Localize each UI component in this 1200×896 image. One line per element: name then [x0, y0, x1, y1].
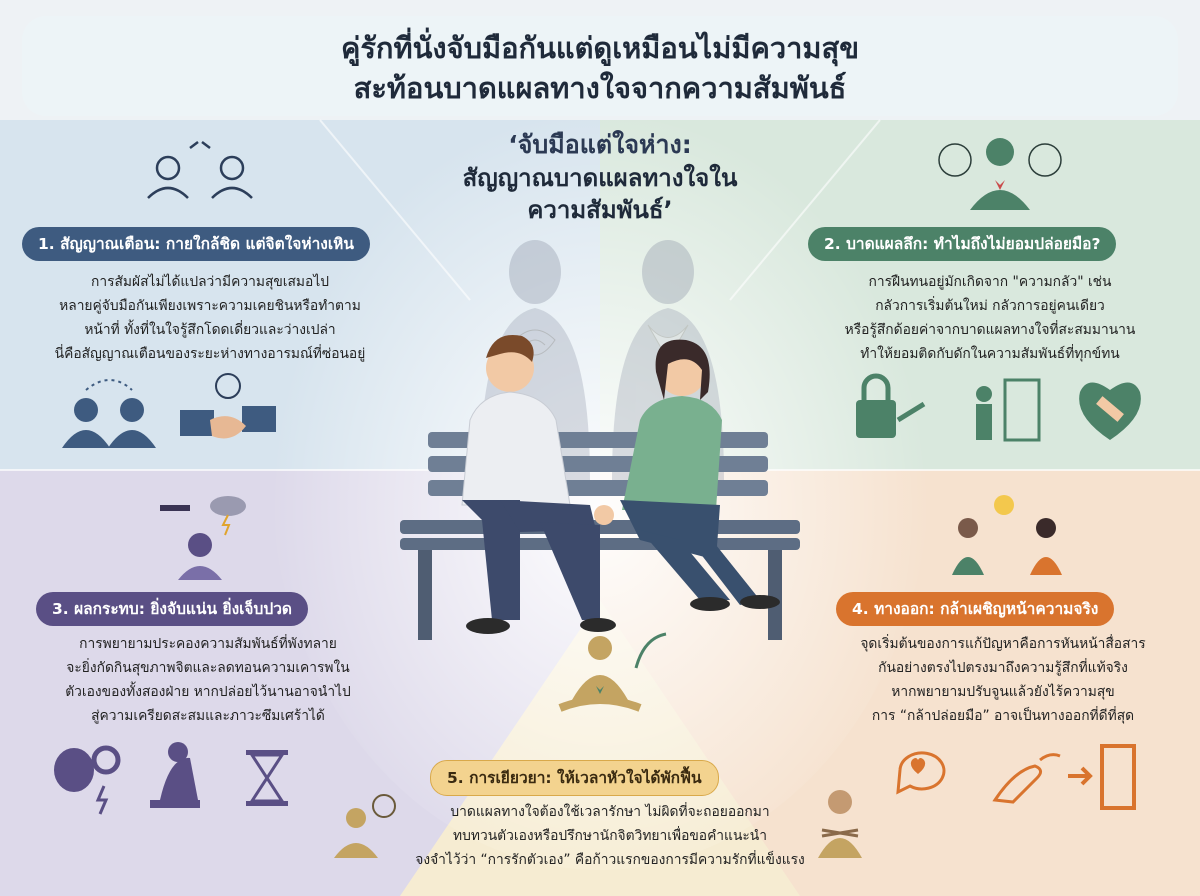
section-4-body: จุดเริ่มต้นของการแก้ปัญหาคือการหันหน้าสื…: [818, 632, 1188, 728]
talking-couple-lightbulb-icon: [952, 495, 1062, 575]
center-title: ‘จับมือแต่ใจห่าง: สัญญาณบาดแผลทางใจใน คว…: [390, 128, 810, 226]
self-hug-icon: [818, 790, 862, 858]
two-people-broken-link-icon: [147, 141, 253, 199]
section-3-body: การพยายามประคองความสัมพันธ์ที่พังทลาย จะ…: [28, 632, 388, 728]
page-header: คู่รักที่นั่งจับมือกันแต่ดูเหมือนไม่มีคว…: [0, 28, 1200, 108]
section-5-body: บาดแผลทางใจต้องใช้เวลารักษา ไม่ผิดที่จะถ…: [400, 800, 820, 872]
exit-door-icon: [1068, 744, 1136, 810]
helping-hands-icon: [992, 753, 1061, 804]
hourglass-icon: [246, 750, 288, 806]
speech-heart-icon: [896, 751, 946, 795]
section-4-title: 4. ทางออก: กล้าเผชิญหน้าความจริง: [836, 592, 1115, 626]
section-5-line: จงจำไว้ว่า “การรักตัวเอง” คือก้าวแรกของก…: [415, 852, 805, 868]
section-1-line: การสัมผัสไม่ได้แปลว่ามีความสุขเสมอไป: [90, 274, 330, 290]
section-2-body: การฝืนทนอยู่มักเกิดจาก "ความกลัว" เช่น ก…: [800, 270, 1180, 366]
sad-woman-figure: [620, 339, 780, 611]
people-thought-icon: [62, 379, 156, 448]
sad-sitting-person-icon: [150, 742, 200, 808]
center-title-line1: ‘จับมือแต่ใจห่าง:: [508, 130, 692, 159]
header-title-line1: คู่รักที่นั่งจับมือกันแต่ดูเหมือนไม่มีคว…: [340, 31, 860, 65]
section-1-body: การสัมผัสไม่ได้แปลว่ามีความสุขเสมอไป หลา…: [40, 270, 380, 366]
padlock-key-icon: [856, 373, 926, 438]
section-2-line: ทำให้ยอมติดกับดักในความสัมพันธ์ที่ทุกข์ท…: [860, 346, 1120, 362]
meditation-icon: [558, 632, 667, 712]
section-4-line: กันอย่างตรงไปตรงมาถึงความรู้สึกที่แท้จริ…: [878, 660, 1128, 676]
clock-person-icon: [334, 794, 396, 858]
tangled-mind-heart-icon: [938, 138, 1062, 210]
brain-gears-icon: [54, 745, 121, 815]
stress-weight-cloud-icon: [160, 496, 246, 580]
section-3-title: 3. ผลกระทบ: ยิ่งจับแน่น ยิ่งเจ็บปวด: [36, 592, 308, 626]
section-5-title: 5. การเยียวยา: ให้เวลาหัวใจได้พักฟื้น: [430, 760, 719, 796]
section-2-line: หรือรู้สึกด้อยค่าจากบาดแผลทางใจที่สะสมมา…: [844, 322, 1136, 338]
center-title-line3: ความสัมพันธ์’: [527, 196, 673, 224]
section-4-line: การ “กล้าปล่อยมือ” อาจเป็นทางออกที่ดีที่…: [871, 708, 1135, 724]
section-2-line: การฝืนทนอยู่มักเกิดจาก "ความกลัว" เช่น: [868, 274, 1112, 290]
bandaged-heart-icon: [1079, 382, 1141, 440]
section-4-line: จุดเริ่มต้นของการแก้ปัญหาคือการหันหน้าสื…: [860, 636, 1146, 652]
sad-man-figure: [461, 334, 616, 634]
section-3-line: จะยิ่งกัดกินสุขภาพจิตและลดทอนความเคารพใน: [66, 660, 350, 676]
header-title-line2: สะท้อนบาดแผลทางใจจากความสัมพันธ์: [353, 71, 847, 105]
section-3-line: สู่ความเครียดสะสมและภาวะซึมเศร้าได้: [91, 708, 325, 724]
section-1-title: 1. สัญญาณเตือน: กายใกล้ชิด แต่จิตใจห่างเ…: [22, 227, 370, 261]
section-2-title: 2. บาดแผลลึก: ทำไมถึงไม่ยอมปล่อยมือ?: [808, 227, 1117, 261]
header-band: [22, 16, 1178, 116]
section-2-line: กลัวการเริ่มต้นใหม่ กลัวการอยู่คนเดียว: [875, 298, 1105, 314]
section-3-line: การพยายามประคองความสัมพันธ์ที่พังทลาย: [79, 636, 337, 652]
section-3-line: ตัวเองของทั้งสองฝ่าย หากปล่อยไว้นานอาจนำ…: [65, 684, 351, 700]
section-5-line: ทบทวนตัวเองหรือปรึกษานักจิตวิทยาเพื่อขอค…: [453, 828, 767, 844]
section-4-line: หากพยายามปรับจูนแล้วยังไร้ความสุข: [891, 684, 1115, 700]
handshake-icon: [180, 373, 276, 439]
section-5-line: บาดแผลทางใจต้องใช้เวลารักษา ไม่ผิดที่จะถ…: [450, 804, 770, 820]
center-title-line2: สัญญาณบาดแผลทางใจใน: [462, 164, 738, 192]
section-1-line: หลายคู่จับมือกันเพียงเพราะความเคยชินหรือ…: [59, 298, 361, 314]
person-door-icon: [976, 378, 1041, 442]
section-1-line: นี่คือสัญญาณเตือนของระยะห่างทางอารมณ์ที่…: [54, 346, 366, 362]
section-1-line: หน้าที่ ทั้งที่ในใจรู้สึกโดดเดี่ยวและว่า…: [84, 322, 336, 338]
clasped-hands: [594, 505, 614, 525]
